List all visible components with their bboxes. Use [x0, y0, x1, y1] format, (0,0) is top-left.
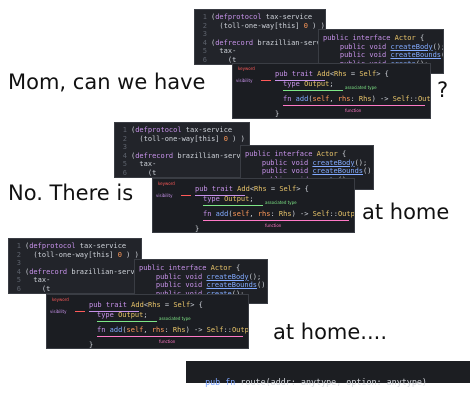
caption-no-there-is: No. There is [8, 181, 134, 205]
function-annotation: function [265, 223, 282, 228]
rust-trait-panel-2: keyword visibility pub trait Add<Rhs = S… [152, 178, 355, 233]
keyword-underline [261, 80, 271, 81]
rust-trait-panel-3: keyword visibility pub trait Add<Rhs = S… [46, 294, 249, 349]
function-annotation: function [345, 108, 362, 113]
rust-line-1: pub trait Add<Rhs = Self> { [275, 70, 389, 78]
rust-line-4: fn add(self, rhs: Rhs) -> Self::Output; [283, 95, 431, 103]
visibility-annotation: visibility [236, 78, 253, 83]
java-line-3: public void createBounds(); [323, 51, 443, 60]
rust-line-5: } [275, 110, 280, 118]
rust-trait-panel-1: keyword visibility pub trait Add<Rhs = S… [232, 63, 431, 119]
associated-type-annotation: associated type [265, 200, 297, 205]
associated-type-annotation: associated type [159, 316, 191, 321]
clojure-code-panel-3: 1(defprotocol tax-service 2 (toll-one-wa… [8, 238, 142, 294]
associated-type-annotation: associated type [345, 85, 377, 90]
keyword-annotation: keyword [238, 66, 255, 71]
rust-line-2: type Output; [283, 80, 334, 88]
final-code-text: pub fn route(addr: anytype, option: anyt… [205, 377, 427, 387]
clojure-code-panel-2: 1(defprotocol tax-service 2 (toll-one-wa… [114, 122, 250, 178]
caption-mom-can-we-have: Mom, can we have [8, 70, 206, 94]
caption-at-home: at home [362, 200, 450, 224]
keyword-annotation: keyword [52, 297, 69, 302]
caption-at-home-ellipsis: at home.... [273, 320, 388, 344]
keyword-annotation: keyword [158, 181, 175, 186]
visibility-annotation: visibility [156, 193, 173, 198]
clojure-code-panel-1: 1(defprotocol tax-service 2 (toll-one-wa… [194, 9, 326, 65]
java-line-2: public void createBody(); [323, 42, 444, 51]
java-line-1: public interface Actor { [323, 34, 425, 42]
caption-question-mark: ? [437, 78, 449, 102]
visibility-annotation: visibility [50, 309, 67, 314]
function-annotation: function [159, 339, 176, 344]
zig-route-function-snippet: pub fn route(addr: anytype, option: anyt… [186, 361, 470, 387]
